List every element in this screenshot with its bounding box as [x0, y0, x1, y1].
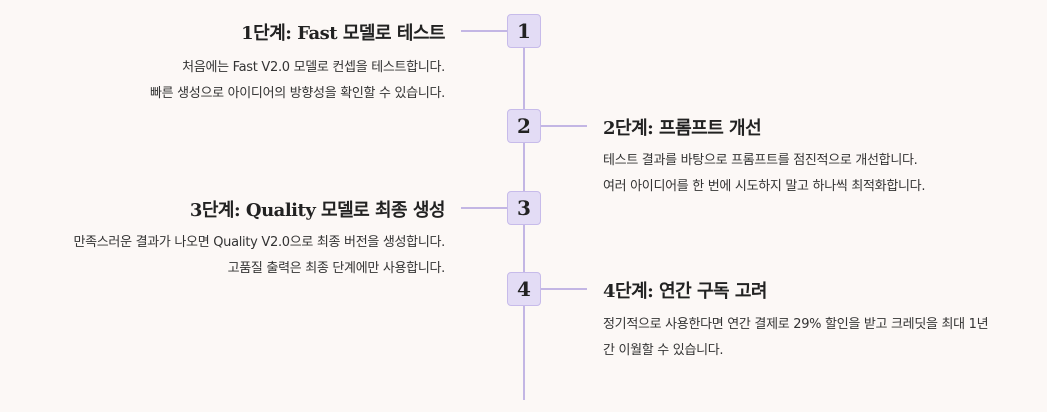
step-1-description: 처음에는 Fast V2.0 모델로 컨셉을 테스트합니다. 빠른 생성으로 아… [150, 55, 445, 107]
step-3-description-line: 만족스러운 결과가 나오면 Quality V2.0으로 최종 버전을 생성합니… [73, 235, 445, 250]
step-1-connector [461, 30, 507, 32]
step-3-title: 3단계: Quality 모델로 최종 생성 [189, 200, 446, 221]
step-1-number-badge: 1 [507, 14, 541, 48]
step-2-description-line: 여러 아이디어를 한 번에 시도하지 말고 하나씩 최적화합니다. [603, 179, 926, 194]
step-4-description-line: 정기적으로 사용한다면 연간 결제로 29% 할인을 받고 크레딧을 최대 1년 [603, 317, 989, 332]
step-4-connector [541, 288, 587, 290]
step-4-title: 4단계: 연간 구독 고려 [603, 281, 767, 302]
step-2-title: 2단계: 프롬프트 개선 [603, 118, 762, 139]
step-3-number-badge: 3 [507, 191, 541, 225]
step-1-title: 1단계: Fast 모델로 테스트 [241, 23, 445, 44]
step-4-number-badge: 4 [507, 272, 541, 306]
step-1-description-line: 처음에는 Fast V2.0 모델로 컨셉을 테스트합니다. [182, 60, 445, 75]
step-3-description-line: 고품질 출력은 최종 단계에만 사용합니다. [227, 261, 446, 276]
step-3-description: 만족스러운 결과가 나오면 Quality V2.0으로 최종 버전을 생성합니… [73, 230, 445, 282]
step-2-connector [541, 125, 587, 127]
step-4-description-line: 간 이월할 수 있습니다. [603, 343, 724, 358]
step-3-connector [461, 207, 507, 209]
step-2-number-badge: 2 [507, 109, 541, 143]
step-2-description: 테스트 결과를 바탕으로 프롬프트를 점진적으로 개선합니다. 여러 아이디어를… [603, 148, 925, 200]
step-4-description: 정기적으로 사용한다면 연간 결제로 29% 할인을 받고 크레딧을 최대 1년… [603, 312, 989, 364]
step-1-description-line: 빠른 생성으로 아이디어의 방향성을 확인할 수 있습니다. [149, 86, 445, 101]
step-2-description-line: 테스트 결과를 바탕으로 프롬프트를 점진적으로 개선합니다. [603, 153, 918, 168]
